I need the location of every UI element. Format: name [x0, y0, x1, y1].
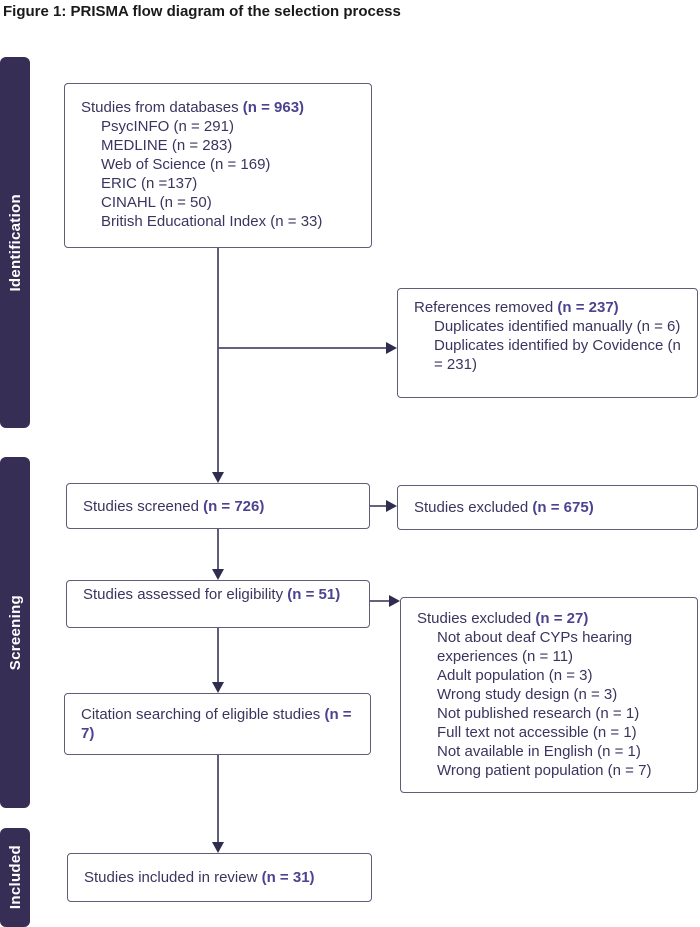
list-item: Adult population (n = 3) — [437, 667, 593, 684]
arrowhead-right-excluded-eligibility — [389, 595, 400, 607]
list-item: British Educational Index (n = 33) — [101, 213, 323, 230]
list-item: Not published research (n = 1) — [437, 705, 640, 722]
box-title-line: Studies included in review (n = 31) — [84, 869, 315, 886]
list-item: Wrong study design (n = 3) — [437, 686, 618, 703]
list-item: Full text not accessible (n = 1) — [437, 724, 637, 741]
arrowhead-down-included — [212, 842, 224, 853]
box-studies-screened: Studies screened (n = 726) — [66, 483, 370, 529]
n-value: (n = 675) — [532, 499, 594, 516]
arrowhead-down-screened — [212, 472, 224, 483]
list-item: PsycINFO (n = 291) — [101, 118, 234, 135]
arrowhead-right-references — [386, 342, 397, 354]
list-item: Wrong patient population (n = 7) — [437, 762, 652, 779]
arrowhead-right-excluded-screening — [386, 500, 397, 512]
box-studies-from-databases: Studies from databases (n = 963) PsycINF… — [64, 83, 372, 248]
box-title-line: Studies screened (n = 726) — [83, 497, 265, 515]
box-title-line: Citation searching of eligible studies (… — [81, 706, 352, 742]
box-title-line: References removed (n = 237) — [414, 299, 619, 316]
list-item: CINAHL (n = 50) — [101, 194, 212, 211]
stage-band-screening: Screening — [0, 457, 30, 808]
figure-title: Figure 1: PRISMA flow diagram of the sel… — [3, 3, 401, 20]
n-value: (n = 51) — [287, 586, 341, 603]
list-item: Duplicates identified manually (n = 6) — [434, 318, 681, 335]
box-studies-assessed-eligibility: Studies assessed for eligibility (n = 51… — [66, 580, 370, 628]
box-title-line: Studies excluded (n = 27) — [417, 610, 589, 627]
arrowhead-down-assessed — [212, 569, 224, 580]
list-item: Web of Science (n = 169) — [101, 156, 271, 173]
box-references-removed: References removed (n = 237) Duplicates … — [397, 288, 698, 398]
n-value: (n = 27) — [535, 610, 589, 627]
n-value: (n = 237) — [557, 299, 619, 316]
n-value: (n = 726) — [203, 497, 265, 515]
n-value: (n = 963) — [242, 99, 305, 116]
list-item: ERIC (n =137) — [101, 175, 198, 192]
stage-band-included: Included — [0, 828, 30, 927]
n-value: (n = 31) — [261, 869, 315, 886]
box-title-line: Studies excluded (n = 675) — [414, 499, 594, 516]
box-studies-excluded-eligibility: Studies excluded (n = 27) Not about deaf… — [400, 597, 698, 793]
box-title-line: Studies assessed for eligibility (n = 51… — [83, 586, 341, 603]
list-item: MEDLINE (n = 283) — [101, 137, 233, 154]
box-studies-included-review: Studies included in review (n = 31) — [67, 853, 372, 902]
box-citation-searching: Citation searching of eligible studies (… — [64, 693, 371, 755]
list-item: Not available in English (n = 1) — [437, 743, 641, 760]
arrowhead-down-citation — [212, 682, 224, 693]
box-title-line: Studies from databases (n = 963) — [81, 99, 305, 116]
stage-band-identification: Identification — [0, 57, 30, 428]
list-item: Not about deaf CYPs hearing experiences … — [437, 629, 633, 665]
list-item: Duplicates identified by Covidence (n = … — [434, 337, 681, 373]
box-studies-excluded-screening: Studies excluded (n = 675) — [397, 485, 698, 530]
n-value: (n = 7) — [81, 706, 352, 742]
